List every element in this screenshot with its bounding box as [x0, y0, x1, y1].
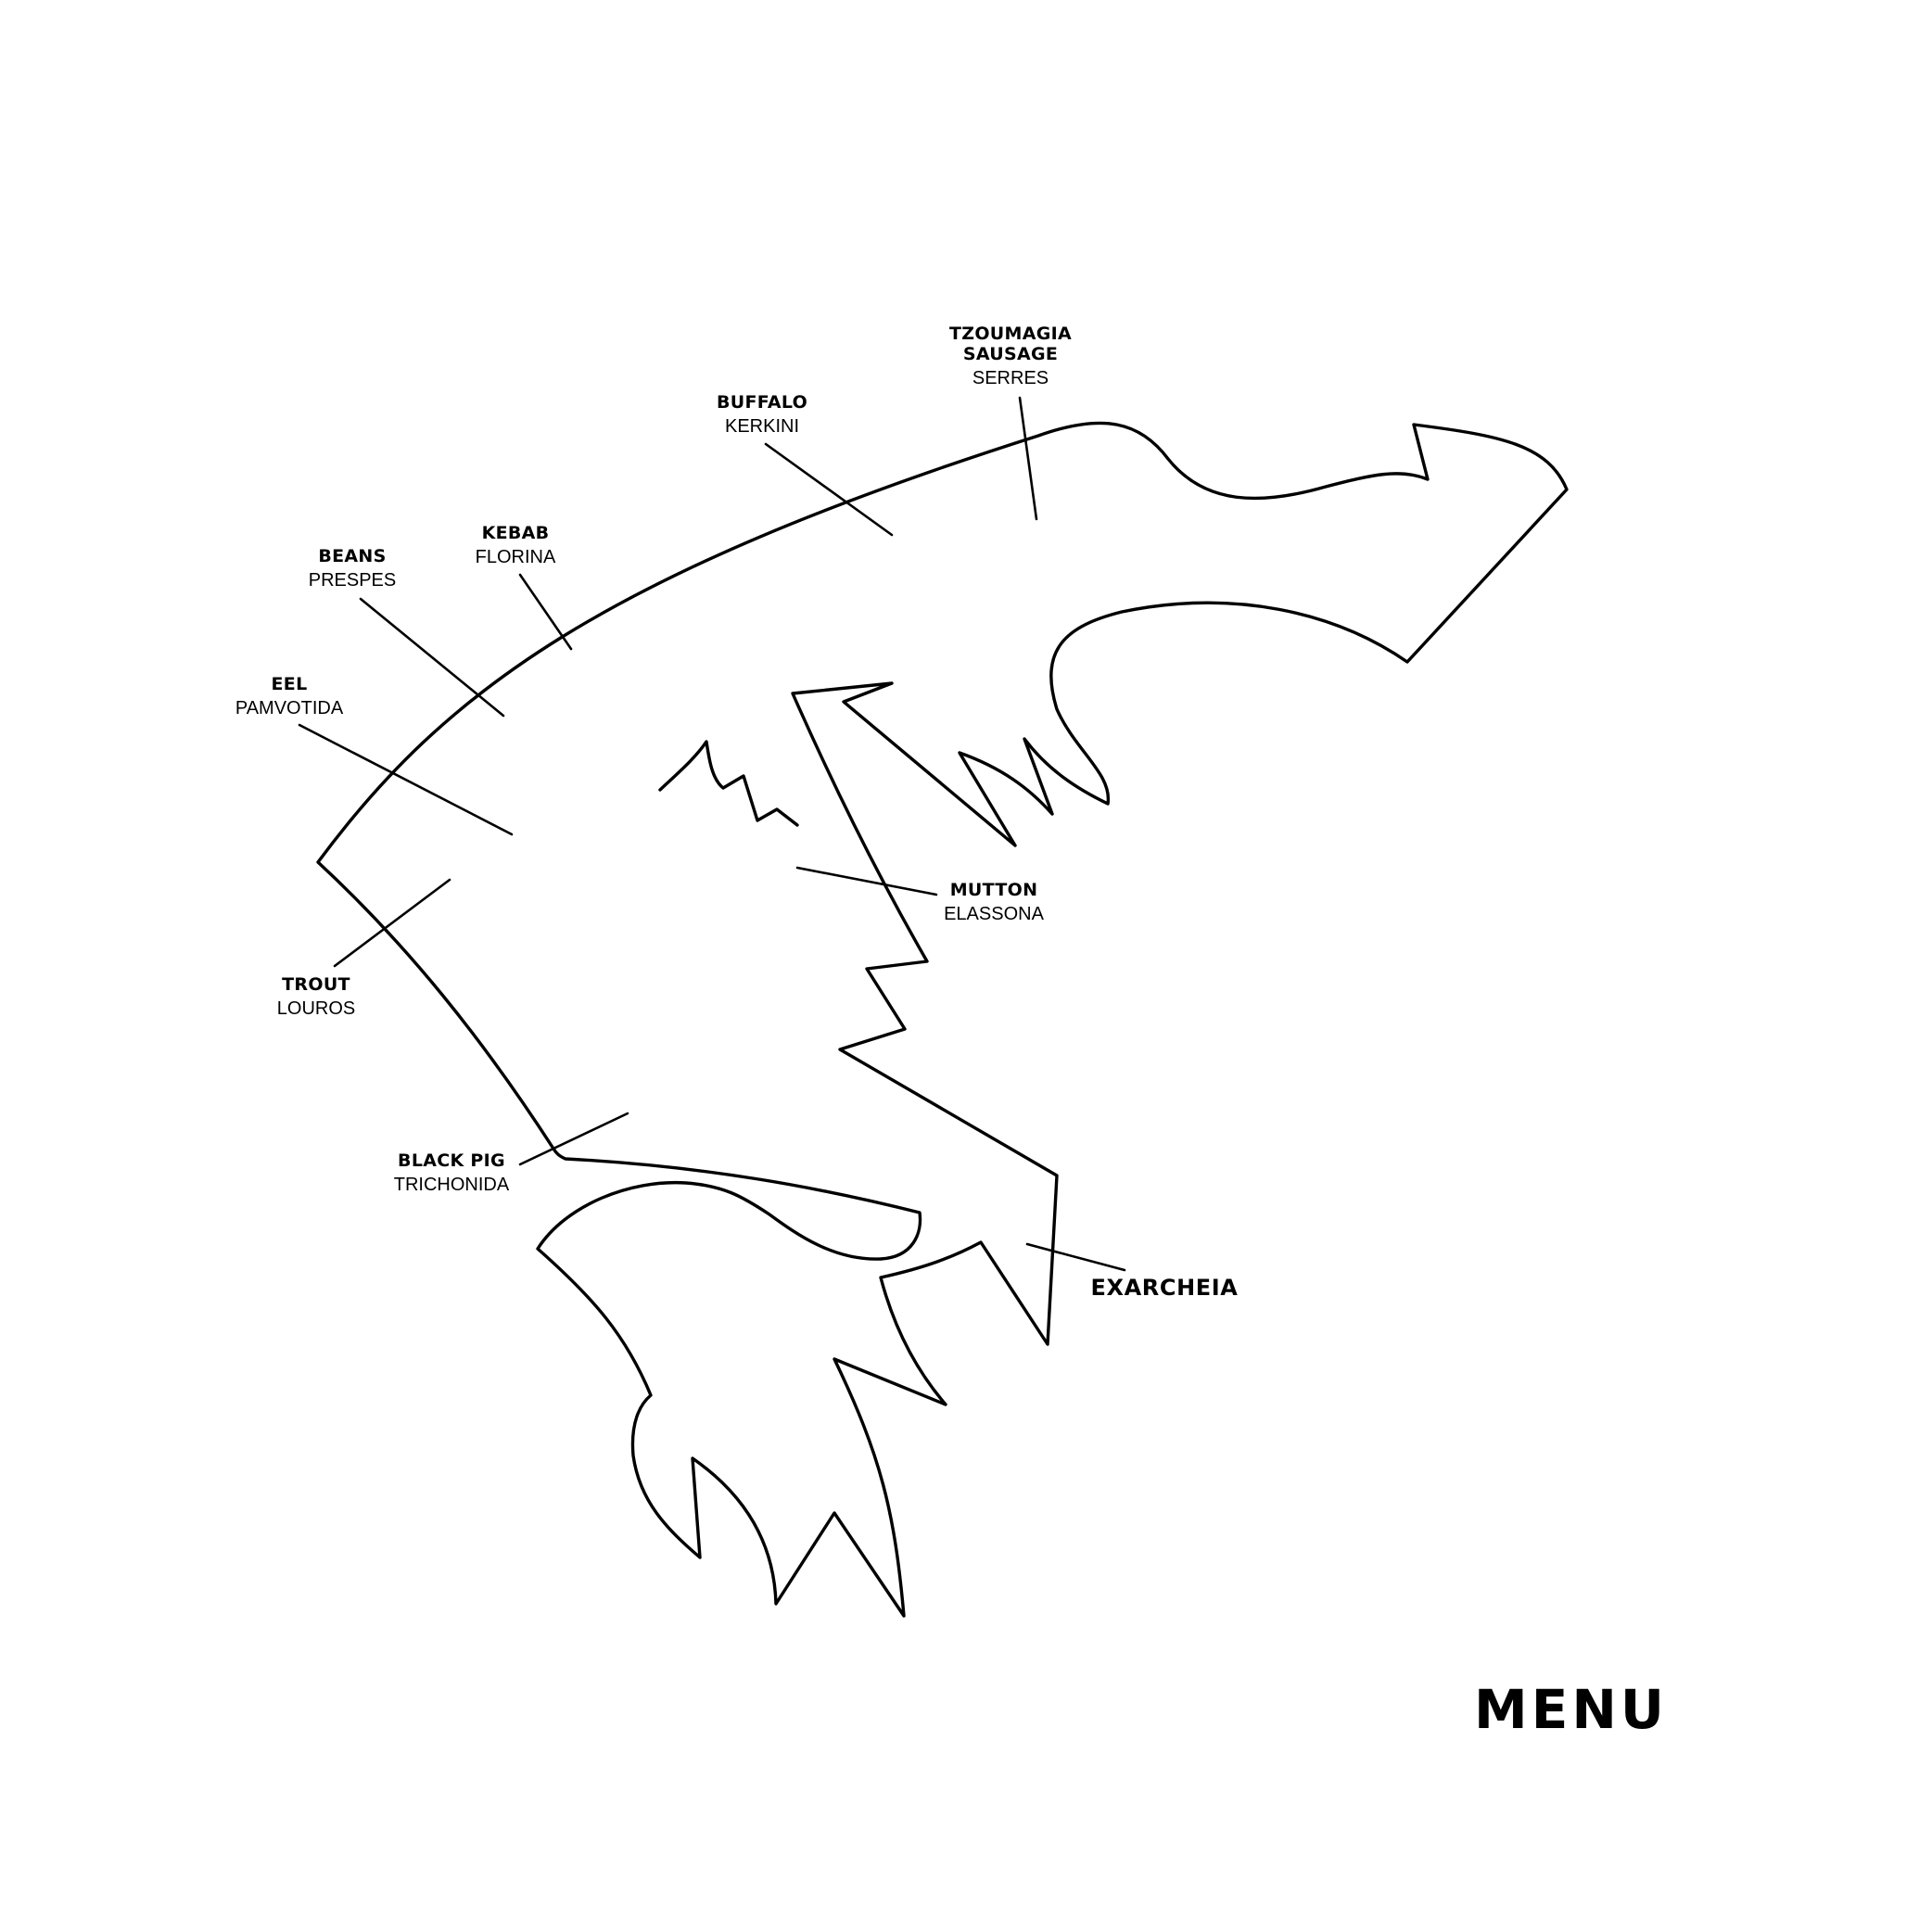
leader-kebab [518, 573, 573, 651]
region-name: LOUROS [276, 998, 356, 1019]
leader-eel [298, 723, 514, 836]
leader-beans [359, 597, 505, 718]
region-name: ELASSONA [944, 903, 1044, 924]
leader-mutton [795, 866, 938, 896]
leader-buffalo [764, 442, 894, 537]
label-trout: TROUT LOUROS [276, 974, 356, 1020]
food-name: BUFFALO [716, 392, 808, 413]
leader-exarcheia [1025, 1242, 1126, 1272]
region-name: SERRES [972, 367, 1049, 388]
leader-trout [333, 878, 451, 968]
region-name: KERKINI [724, 415, 800, 437]
food-name: EEL [271, 674, 308, 694]
leader-black-pig [518, 1112, 629, 1166]
label-buffalo: BUFFALO KERKINI [716, 392, 808, 438]
label-beans: BEANS PRESPES [308, 546, 397, 591]
mainland-outline [316, 421, 1569, 1618]
region-name: PRESPES [308, 569, 397, 591]
label-exarcheia: EXARCHEIA [1090, 1275, 1239, 1301]
food-name: KEBAB [481, 523, 550, 543]
leader-tzoumagia [1018, 396, 1038, 521]
inner-coast-fragment [658, 740, 799, 827]
food-name: BLACK PIG [398, 1150, 505, 1171]
label-black-pig: BLACK PIG TRICHONIDA [393, 1150, 510, 1196]
food-name: TROUT [282, 974, 350, 995]
region-name: FLORINA [475, 546, 556, 567]
food-name: BEANS [318, 546, 387, 566]
region-name: TRICHONIDA [393, 1174, 510, 1195]
food-name: MUTTON [949, 880, 1038, 900]
label-eel: EEL PAMVOTIDA [235, 674, 344, 719]
region-name: PAMVOTIDA [235, 697, 344, 718]
label-tzoumagia-sausage: TZOUMAGIA SAUSAGE SERRES [941, 324, 1080, 389]
label-kebab: KEBAB FLORINA [475, 523, 556, 568]
food-name: TZOUMAGIA SAUSAGE [949, 324, 1072, 364]
menu-button[interactable]: MENU [1474, 1678, 1668, 1741]
label-mutton: MUTTON ELASSONA [944, 880, 1044, 925]
